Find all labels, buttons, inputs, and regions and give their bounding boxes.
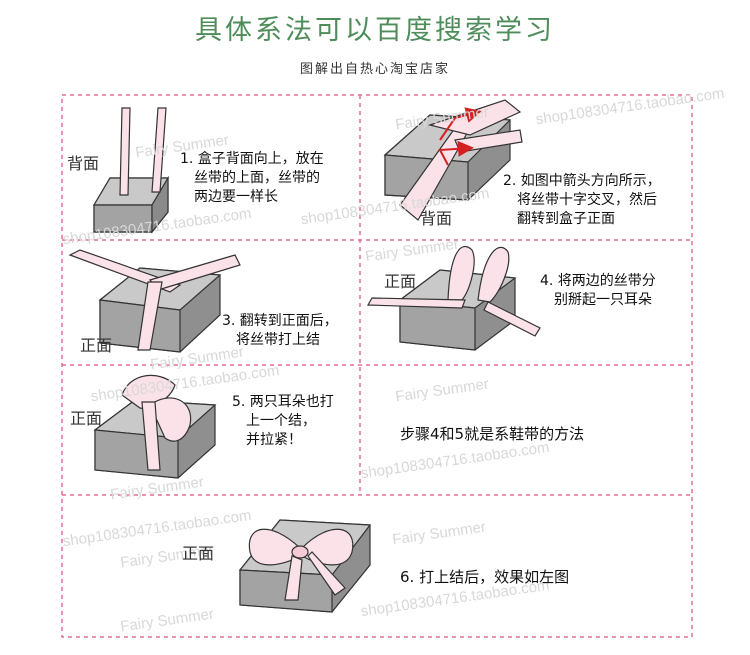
- page-subtitle: 图解出自热心淘宝店家: [299, 62, 450, 77]
- step3-text: 3. 翻转到正面后， 将丝带打上结: [222, 312, 338, 350]
- face-label-step4: 正面: [384, 272, 417, 291]
- step4-line: 4. 将两边的丝带分: [540, 273, 656, 289]
- step2-line: 2. 如图中箭头方向所示，: [503, 173, 661, 189]
- step3-line: 将丝带打上结: [236, 332, 320, 348]
- step5-line: 5. 两只耳朵也打: [232, 394, 334, 410]
- step1-line: 1. 盒子背面向上，放在: [180, 151, 324, 167]
- outer-border: [61, 94, 693, 638]
- step1-line: 两边要一样长: [194, 189, 278, 205]
- step5-line: 上一个结，: [246, 413, 316, 429]
- step5-line: 并拉紧！: [246, 432, 302, 448]
- step3-line: 3. 翻转到正面后，: [222, 313, 338, 329]
- step5-illustration: [93, 374, 217, 479]
- step6-line: 6. 打上结后，效果如左图: [400, 568, 570, 586]
- step6-illustration: [238, 519, 372, 613]
- step1-line: 丝带的上面，丝带的: [194, 170, 320, 186]
- step6-text: 6. 打上结后，效果如左图: [400, 568, 569, 587]
- step1-text: 1. 盒子背面向上，放在 丝带的上面，丝带的 两边要一样长: [180, 150, 324, 207]
- step1-illustration: [92, 107, 170, 234]
- step4-illustration: [366, 245, 541, 351]
- face-label-step5: 正面: [70, 409, 103, 428]
- step4-text: 4. 将两边的丝带分 别掰起一只耳朵: [540, 272, 656, 310]
- step4-line: 别掰起一只耳朵: [554, 292, 652, 308]
- page-title: 具体系法可以百度搜索学习: [195, 15, 555, 46]
- face-label-step3: 正面: [80, 336, 113, 355]
- face-label-step6: 正面: [182, 544, 215, 563]
- step2-line: 翻转到盒子正面: [517, 211, 615, 227]
- step2-line: 将丝带十字交叉，然后: [517, 192, 657, 208]
- face-label-step2: 背面: [420, 209, 453, 228]
- step2-illustration: [383, 99, 523, 221]
- shoelace-note: 步骤4和5就是系鞋带的方法: [400, 425, 585, 443]
- face-label-step1: 背面: [67, 154, 100, 173]
- step2-text: 2. 如图中箭头方向所示， 将丝带十字交叉，然后 翻转到盒子正面: [503, 172, 661, 229]
- step3-illustration: [68, 249, 241, 353]
- step5-text: 5. 两只耳朵也打 上一个结， 并拉紧！: [232, 393, 334, 450]
